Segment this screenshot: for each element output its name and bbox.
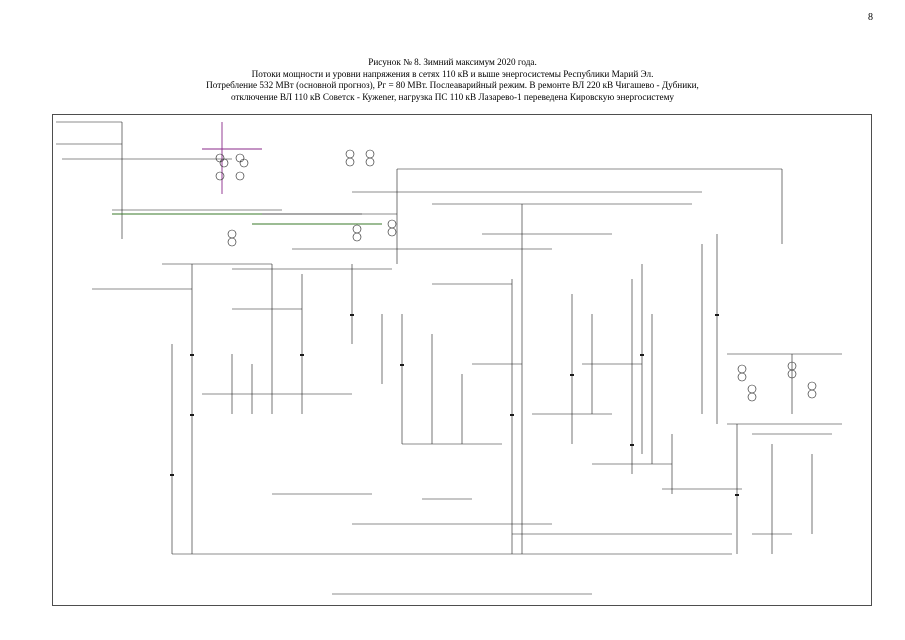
transformer-icon xyxy=(227,237,237,247)
transformer-icon xyxy=(352,232,362,242)
transformer-icon xyxy=(737,364,747,374)
transformer-icon xyxy=(365,157,375,167)
breaker-mark xyxy=(170,474,174,476)
breaker-mark xyxy=(715,314,719,316)
breaker-mark xyxy=(190,414,194,416)
breaker-mark xyxy=(400,364,404,366)
transformer-icon xyxy=(747,392,757,402)
transformer-icon xyxy=(807,381,817,391)
transformer-icon xyxy=(239,158,249,168)
diagram-border xyxy=(52,114,872,606)
breaker-mark xyxy=(350,314,354,316)
caption-line-2: Потоки мощности и уровни напряжения в се… xyxy=(251,68,654,79)
breaker-mark xyxy=(300,354,304,356)
transformer-icon xyxy=(215,153,225,163)
caption-title: Рисунок № 8. Зимний максимум 2020 года. xyxy=(368,57,537,67)
page-number: 8 xyxy=(868,12,873,23)
transformer-icon xyxy=(227,229,237,239)
breaker-mark xyxy=(510,414,514,416)
power-grid-diagram xyxy=(52,114,872,606)
breaker-mark xyxy=(735,494,739,496)
transformer-icon xyxy=(365,149,375,159)
transformer-icon xyxy=(345,149,355,159)
caption-line-4: отключение ВЛ 110 кВ Советск - Кужener, … xyxy=(230,91,675,102)
breaker-mark xyxy=(640,354,644,356)
caption-line-3: Потребление 532 МВт (основной прогноз), … xyxy=(206,80,699,90)
transformer-icon xyxy=(737,372,747,382)
breaker-mark xyxy=(190,354,194,356)
transformer-icon xyxy=(352,224,362,234)
transformer-icon xyxy=(235,171,245,181)
transformer-icon xyxy=(345,157,355,167)
transformer-icon xyxy=(807,389,817,399)
transformer-icon xyxy=(215,171,225,181)
transformer-icon xyxy=(747,384,757,394)
transformer-icon xyxy=(235,153,245,163)
figure-caption: Рисунок № 8. Зимний максимум 2020 года. … xyxy=(0,57,905,103)
transformer-icon xyxy=(219,158,229,168)
breaker-mark xyxy=(570,374,574,376)
transformer-icon xyxy=(787,369,797,379)
breaker-mark xyxy=(630,444,634,446)
transformer-icon xyxy=(387,219,397,229)
transformer-icon xyxy=(387,227,397,237)
